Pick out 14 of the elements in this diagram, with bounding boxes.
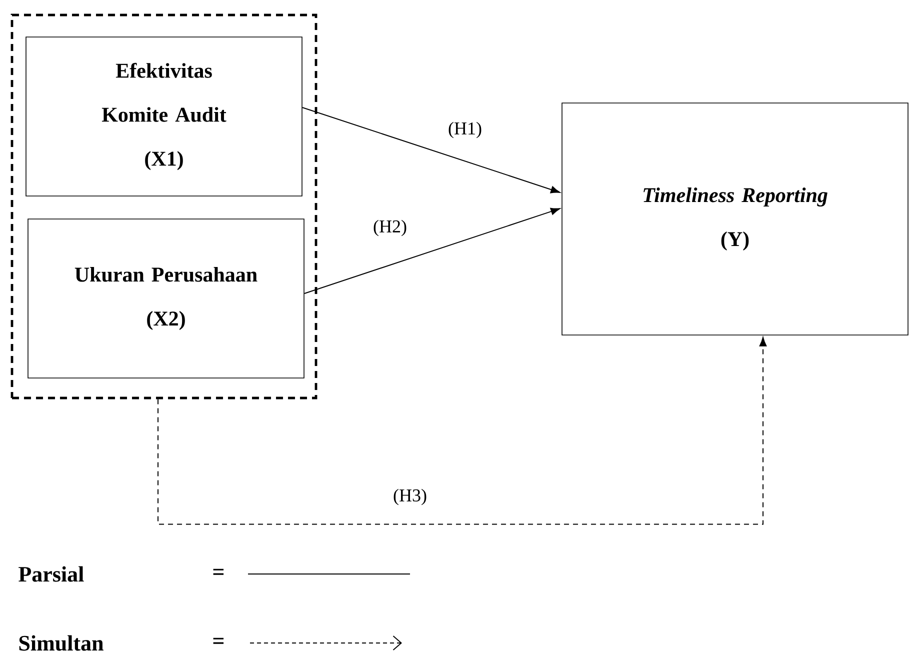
equals-sign: =	[213, 638, 224, 644]
variable-box: Timeliness Reporting (Y)	[562, 102, 908, 336]
arrow	[304, 208, 560, 294]
variable-box: Ukuran Perusahaan (X2)	[28, 218, 304, 378]
legend-text: Simultan	[19, 635, 104, 651]
variable-box: Efektivitas Komite Audit (X1)	[26, 36, 302, 196]
legend-text: Parsial	[18, 566, 84, 582]
edge-label: (H3)	[392, 488, 428, 506]
equals-sign: =	[213, 568, 224, 575]
group-box	[10, 14, 318, 400]
arrow	[302, 107, 560, 194]
edge-label: (H1)	[447, 120, 483, 140]
arrow	[158, 337, 767, 525]
edge-label: (H2)	[372, 218, 408, 238]
